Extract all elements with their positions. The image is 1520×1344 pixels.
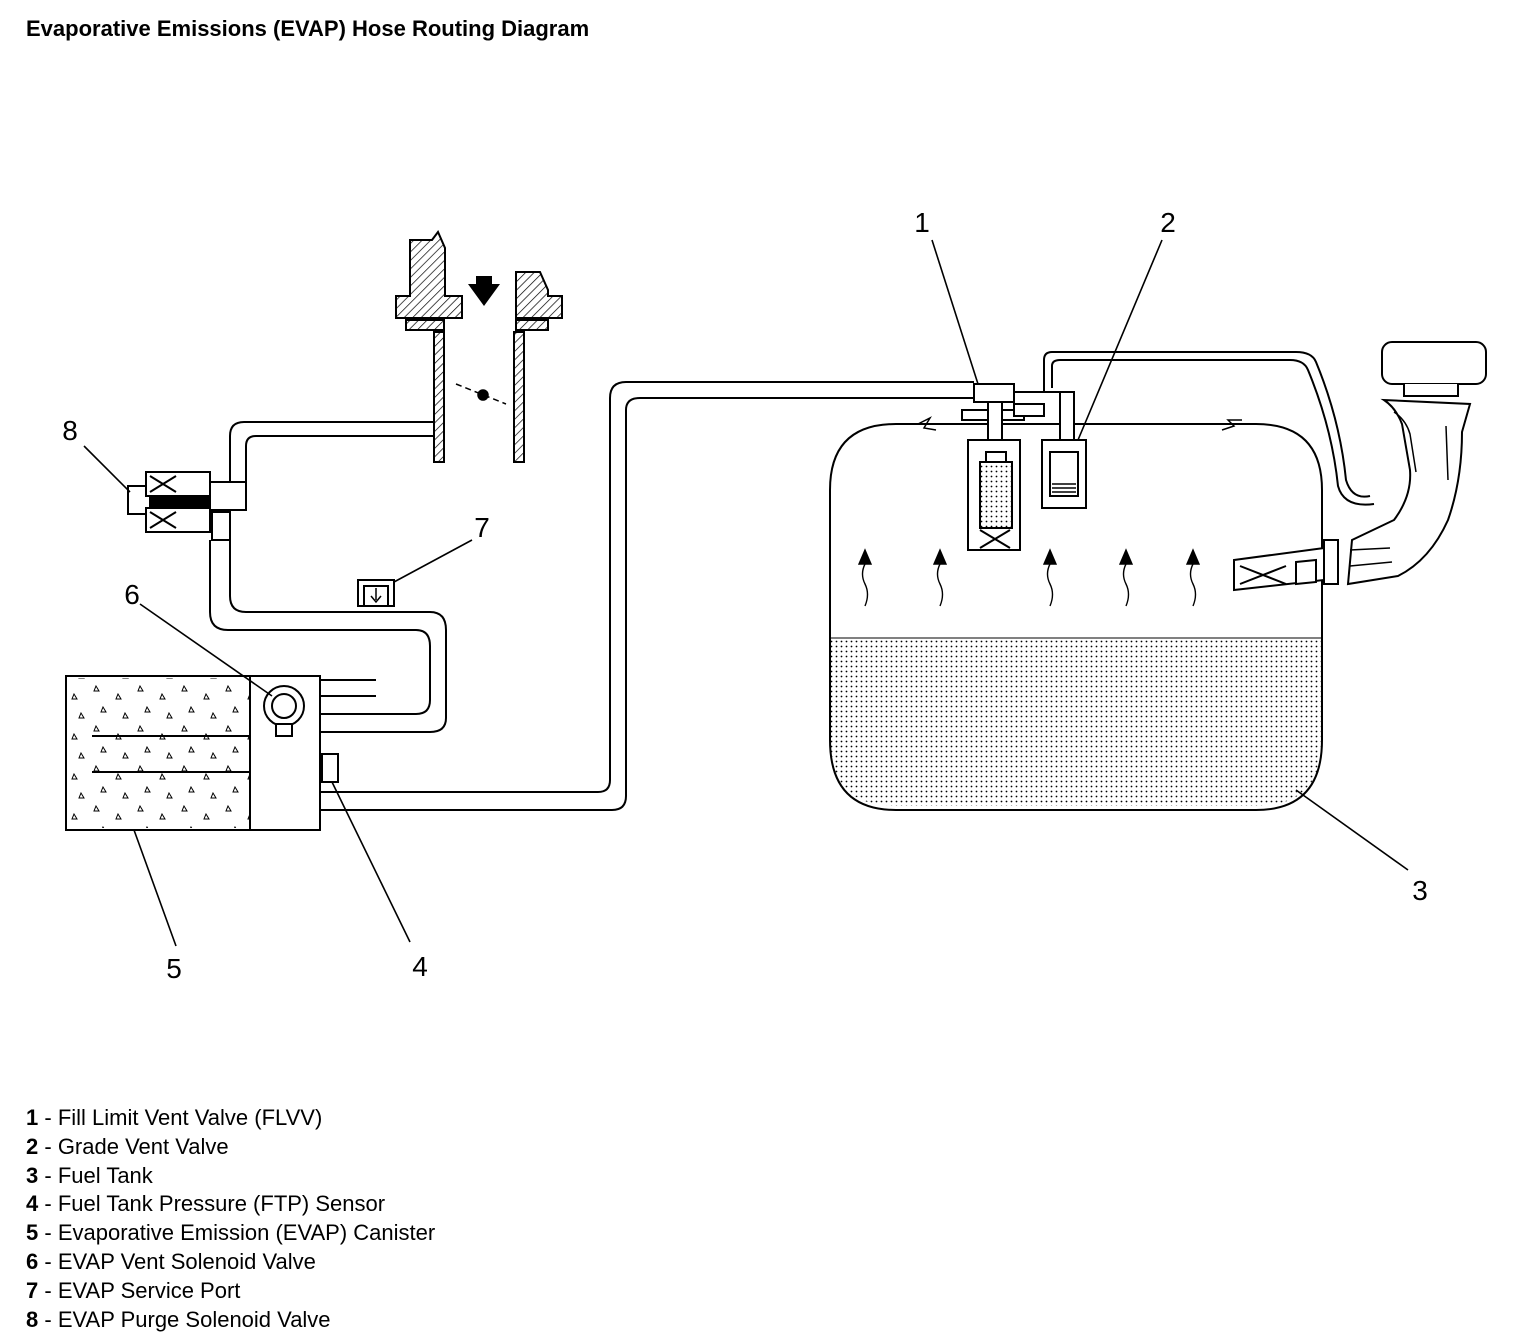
ftp-sensor: [321, 753, 339, 783]
leader-lines: [83, 239, 1409, 947]
legend-item: 7 - EVAP Service Port: [26, 1277, 435, 1306]
vent-solenoid-valve: [263, 685, 305, 737]
vapor-arrows: [857, 548, 1201, 607]
airflow-arrow-icon: [468, 276, 500, 306]
legend-label: Fuel Tank: [57, 1162, 153, 1188]
legend-separator: -: [38, 1191, 58, 1217]
throttle-plate: [455, 383, 507, 405]
valve-interconnect-hose: [1014, 351, 1375, 506]
fuel-tank: [829, 416, 1323, 811]
legend-item: 6 - EVAP Vent Solenoid Valve: [26, 1248, 435, 1277]
legend-number: 7: [26, 1277, 39, 1303]
legend: 1 - Fill Limit Vent Valve (FLVV) 2 - Gra…: [26, 1104, 435, 1334]
vapor-hose: [320, 381, 974, 811]
legend-number: 8: [26, 1306, 39, 1332]
legend-label: EVAP Purge Solenoid Valve: [57, 1306, 331, 1332]
callout-8: 8: [62, 415, 78, 446]
legend-label: Fill Limit Vent Valve (FLVV): [57, 1105, 323, 1130]
legend-number: 5: [26, 1220, 39, 1246]
legend-label: EVAP Service Port: [57, 1277, 241, 1303]
legend-label: Evaporative Emission (EVAP) Canister: [57, 1220, 436, 1246]
legend-item: 3 - Fuel Tank: [26, 1162, 435, 1191]
callout-7: 7: [474, 512, 490, 543]
legend-separator: -: [38, 1220, 58, 1246]
diagram-title: Evaporative Emissions (EVAP) Hose Routin…: [26, 16, 590, 41]
purge-hose: [229, 421, 434, 482]
legend-separator: -: [38, 1162, 58, 1188]
purge-solenoid-valve: [127, 471, 247, 541]
canister-purge-hose: [209, 540, 447, 733]
legend-number: 6: [26, 1248, 39, 1274]
legend-item: 4 - Fuel Tank Pressure (FTP) Sensor: [26, 1190, 435, 1219]
legend-number: 3: [26, 1162, 39, 1188]
legend-separator: -: [38, 1133, 58, 1159]
callout-2: 2: [1160, 207, 1176, 238]
legend-item: 1 - Fill Limit Vent Valve (FLVV): [26, 1104, 435, 1133]
legend-item: 2 - Grade Vent Valve: [26, 1133, 435, 1162]
legend-number: 1: [26, 1105, 39, 1130]
callout-4: 4: [412, 951, 428, 982]
legend-separator: -: [38, 1248, 58, 1274]
fuel-filler-neck: [1346, 341, 1487, 586]
evap-service-port: [357, 579, 395, 607]
grade-vent-valve: [1041, 391, 1087, 509]
fill-limit-vent-valve: [961, 383, 1045, 551]
fill-pipe-inlet: [1233, 539, 1339, 592]
callout-6: 6: [124, 579, 140, 610]
legend-number: 2: [26, 1133, 39, 1159]
callout-3: 3: [1412, 875, 1428, 906]
legend-label: EVAP Vent Solenoid Valve: [57, 1248, 316, 1274]
legend-separator: -: [38, 1306, 58, 1332]
throttle-body: [395, 230, 563, 463]
legend-item: 5 - Evaporative Emission (EVAP) Canister: [26, 1219, 435, 1248]
legend-item: 8 - EVAP Purge Solenoid Valve: [26, 1306, 435, 1335]
callout-5: 5: [166, 953, 182, 984]
callout-1: 1: [914, 207, 930, 238]
legend-label: Fuel Tank Pressure (FTP) Sensor: [57, 1191, 386, 1217]
legend-number: 4: [26, 1191, 39, 1217]
legend-label: Grade Vent Valve: [57, 1133, 229, 1159]
legend-separator: -: [38, 1105, 58, 1130]
legend-separator: -: [38, 1277, 58, 1303]
